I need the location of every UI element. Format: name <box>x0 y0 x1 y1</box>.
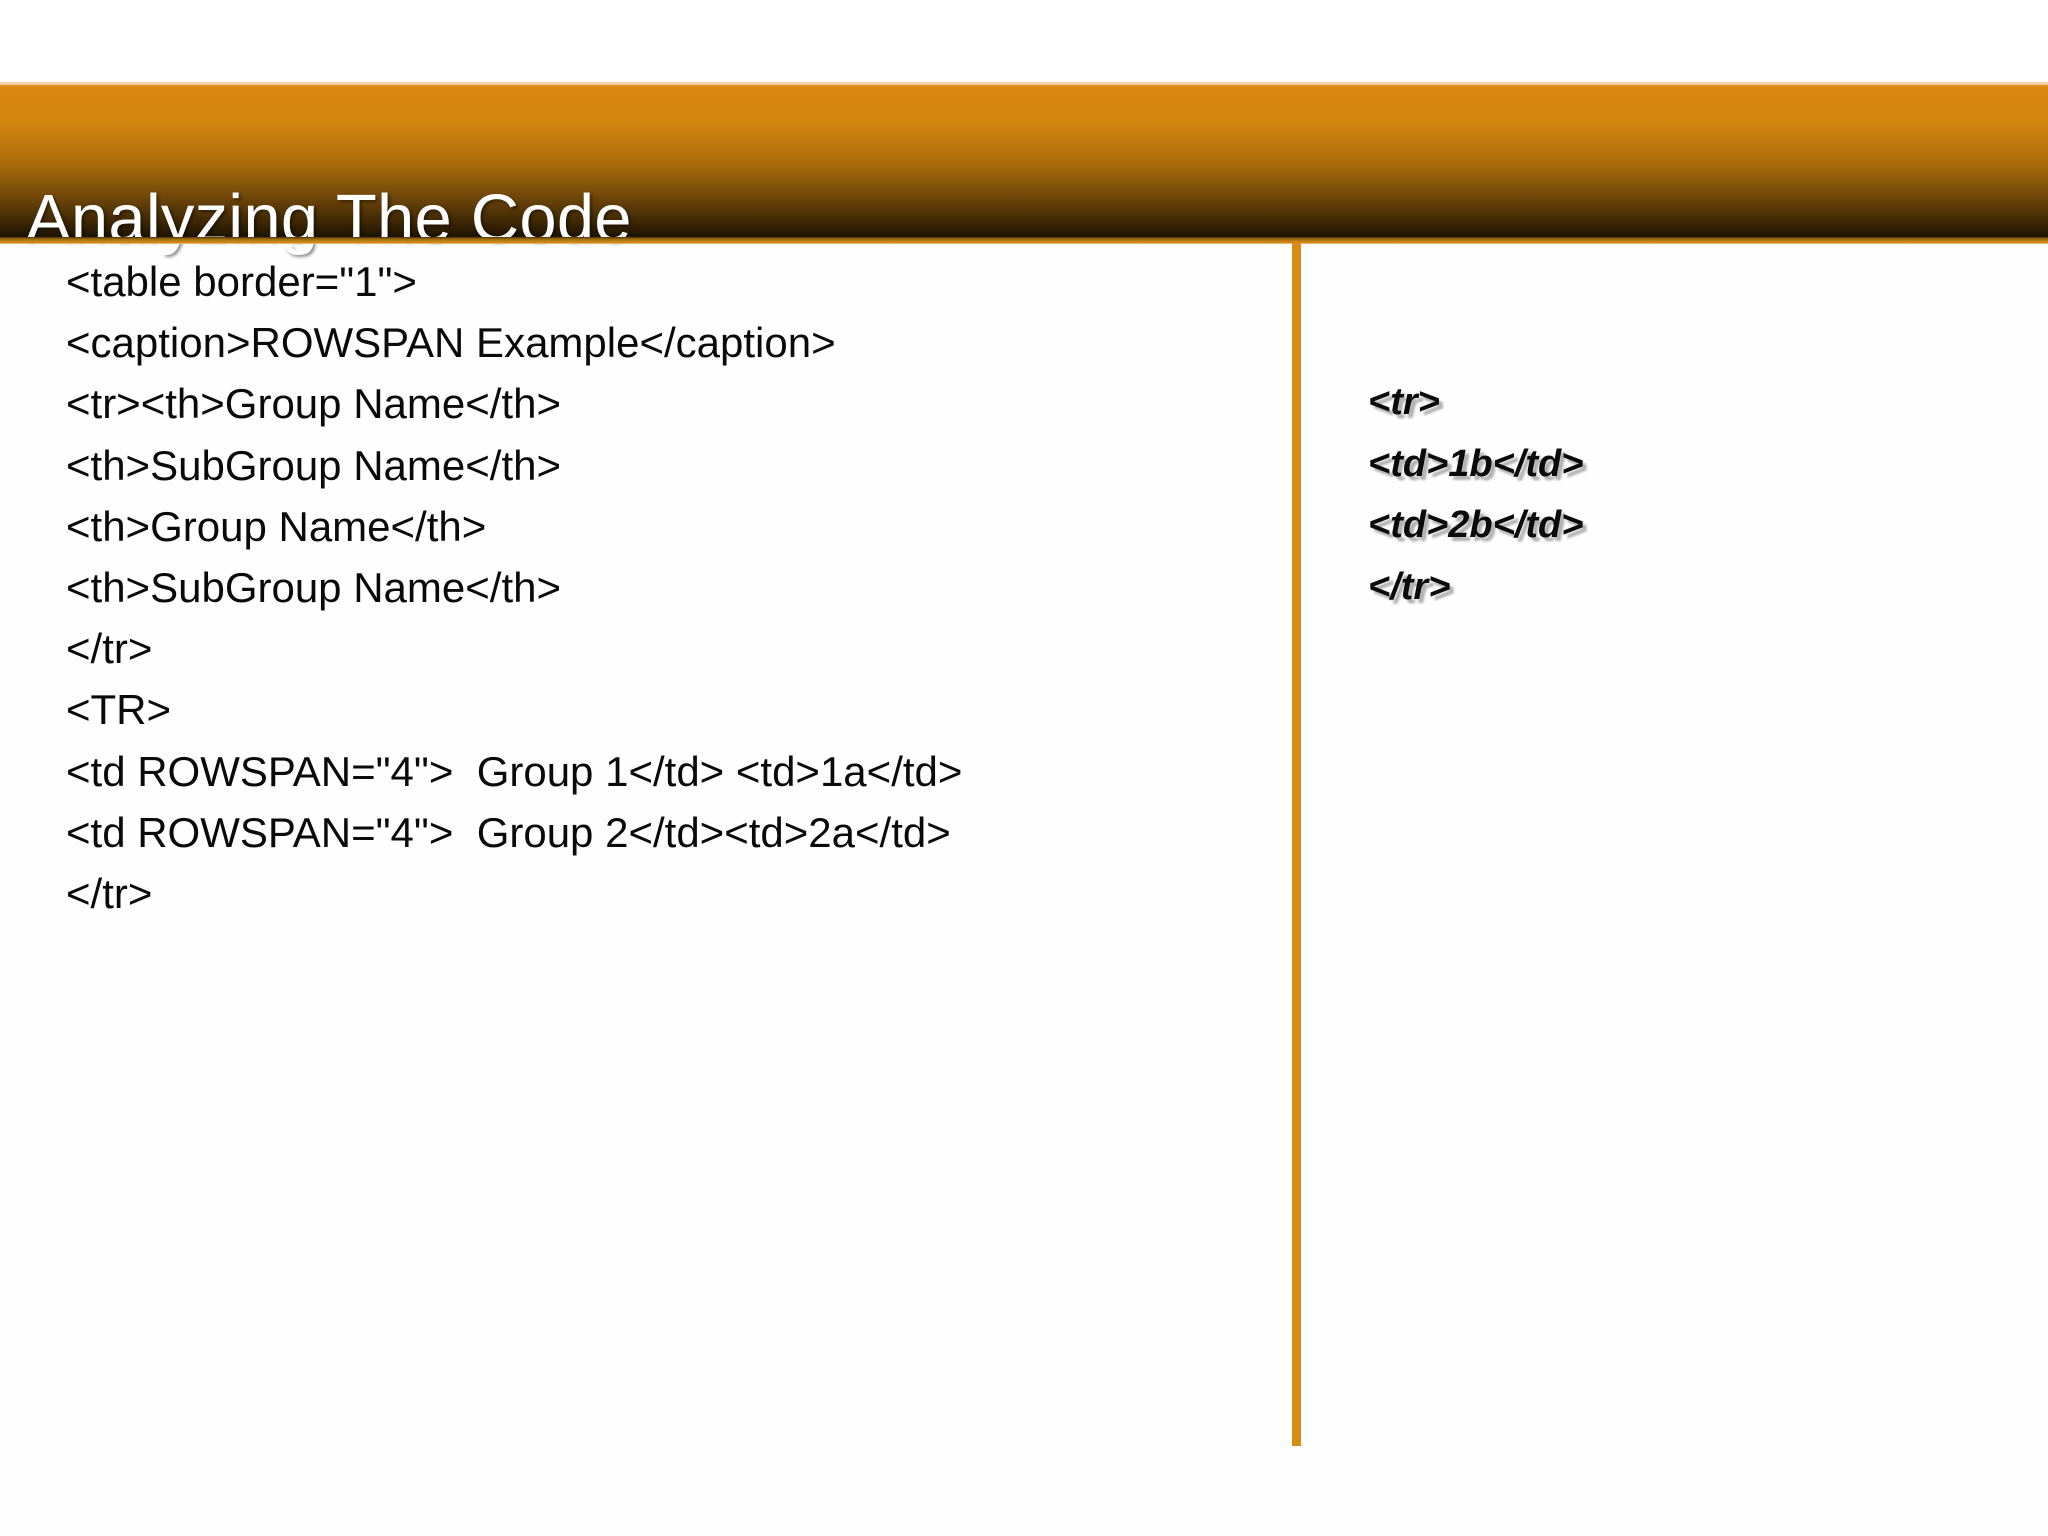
code-block-right: <tr> <td>1b</td> <td>2b</td> </tr> <box>1368 372 1968 618</box>
title-banner: Analyzing The Code <box>0 82 2048 256</box>
code-line: <tr> <box>1368 381 1440 423</box>
code-line: </tr> <box>1368 565 1451 608</box>
code-line: <th>SubGroup Name</th> <box>66 441 561 489</box>
slide-title: Analyzing The Code <box>26 181 632 256</box>
code-line: </tr> <box>66 870 153 918</box>
code-line: </tr> <box>66 625 153 673</box>
code-line: <td>1b</td> <box>1368 442 1584 485</box>
title-underline-rule <box>0 237 2048 244</box>
code-line: <td>2b</td> <box>1368 504 1584 546</box>
code-block-left: <table border="1"> <caption>ROWSPAN Exam… <box>66 251 1256 924</box>
code-line: <td ROWSPAN="4"> Group 2</td><td>2a</td> <box>66 808 951 856</box>
code-line: <TR> <box>66 686 172 734</box>
code-line: <tr><th>Group Name</th> <box>66 380 561 428</box>
code-line: <table border="1"> <box>66 258 417 305</box>
code-line: <caption>ROWSPAN Example</caption> <box>66 319 836 367</box>
code-line: <th>SubGroup Name</th> <box>66 564 561 612</box>
code-line: <th>Group Name</th> <box>66 502 487 550</box>
code-line: <td ROWSPAN="4"> Group 1</td> <td>1a</td… <box>66 747 963 795</box>
column-divider <box>1292 243 1301 1446</box>
slide-top-margin <box>0 0 2048 82</box>
